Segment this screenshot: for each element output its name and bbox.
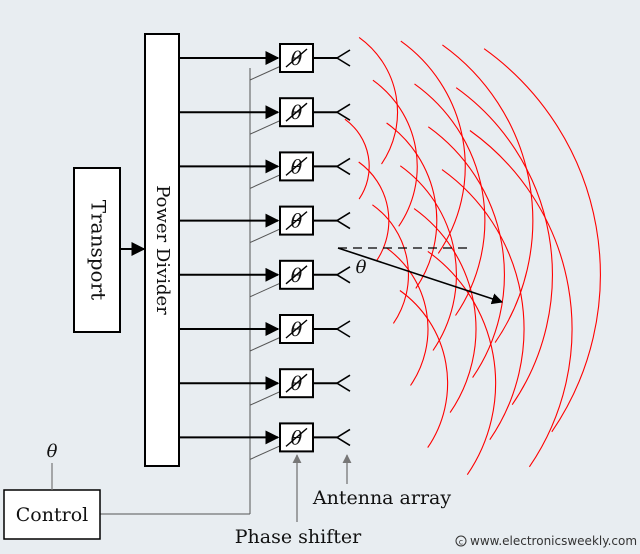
phase-shifter: θ [279,43,314,73]
control-tap-line [249,444,282,460]
wavefront-arc [441,169,525,441]
credit-text: www.electronicsweekly.com [470,534,637,548]
phase-shifter: θ [279,151,314,182]
phase-symbol: θ [291,427,303,449]
control-tap-line [249,336,282,352]
svg-text:c: c [459,538,463,547]
control-tap-line [249,65,282,81]
phase-shifter: θ [279,259,314,290]
control-tap-line [249,282,282,298]
transport-label: Transport [87,200,111,300]
wavefront-arc [399,290,449,448]
credit: c www.electronicsweekly.com [455,534,637,548]
antenna-element [336,103,351,121]
wavefront-arc [427,250,497,476]
phase-symbol: θ [291,319,303,341]
channel-3: θ [179,151,351,189]
copyright-icon: c [455,535,467,547]
wavefront-arc [413,208,477,413]
phase-symbol: θ [291,48,303,70]
channel-1: θ [179,43,351,81]
phase-shifter: θ [279,314,314,344]
phase-shifter-label: Phase shifter [235,526,362,548]
transport-block: Transport [73,167,121,333]
antenna-element [336,266,351,284]
power-divider-block: Power Divider [144,33,180,467]
control-tap-line [249,173,282,189]
channel-6: θ [179,314,351,352]
phase-shifter: θ [279,97,314,128]
beam-angle-label: θ [356,257,367,278]
channel-7: θ [179,368,351,406]
beam-angle-indicator: θ [337,247,504,305]
wavefront-arc [385,247,429,386]
wavefront-arc [427,126,505,378]
antenna-element [336,211,351,230]
wavefront-arc [442,44,534,343]
phase-symbol: θ [291,373,303,395]
wavefront-arc [414,83,486,316]
control-tap-line [249,390,282,406]
power-divider-label: Power Divider [152,185,173,315]
channel-8: θ [179,422,351,460]
antenna-element [336,49,351,67]
antenna-array-label: Antenna array [312,487,451,509]
wavefront-arc [400,40,466,254]
channel-2: θ [179,97,351,135]
wavefront-arc [358,161,390,262]
wavefront-arc [455,87,553,406]
control-label: Control [16,504,88,526]
channel-4: θ [179,205,351,244]
wavefront-arc [372,204,409,324]
control-input-theta: θ [47,441,58,462]
channel-5: θ [179,259,351,298]
wavefronts [344,36,601,476]
phase-symbol: θ [291,211,303,233]
beam-direction-arrow [337,247,504,305]
phase-shifter: θ [279,205,314,236]
antenna-element [336,374,351,392]
channels: θ θ θ θ θ θ θ θ [179,43,351,460]
wavefront-arc [358,36,399,165]
control-block: Control [3,489,101,540]
phase-symbol: θ [291,102,303,124]
phase-symbol: θ [291,156,303,178]
control-tap-line [249,119,282,135]
antenna-element [336,320,351,338]
antenna-element [336,428,351,447]
wavefront-arc [344,118,370,200]
phase-symbol: θ [291,265,303,287]
phase-shifter: θ [279,368,314,399]
control-tap-line [249,228,282,244]
wavefront-arc [386,122,438,289]
phase-shifter: θ [279,422,314,453]
antenna-element [336,157,351,176]
wavefront-arc [483,48,601,433]
wavefront-arc [469,130,573,468]
wavefront-arc [372,79,418,227]
